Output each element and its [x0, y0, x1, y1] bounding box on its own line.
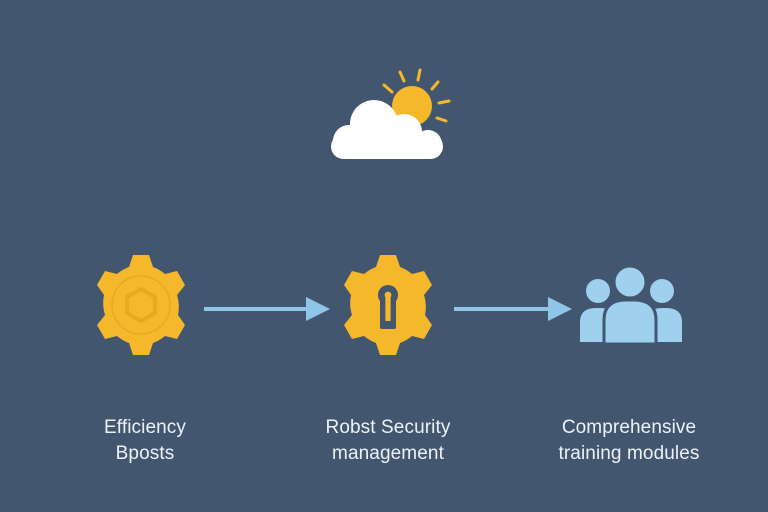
flow-arrow-1 — [204, 297, 330, 321]
step-3-label-line-2: training modules — [558, 443, 700, 464]
gear-keyhole-icon — [344, 255, 432, 355]
step-2-label-line-1: Robst Security — [325, 417, 451, 438]
cloud-icon — [331, 100, 443, 159]
step-3-label-line-1: Comprehensive — [561, 417, 697, 438]
step-1-label-line-1: Efficiency — [104, 417, 186, 438]
step-2-caption: Robst Security management — [278, 415, 498, 467]
step-1-label-line-2: Bposts — [115, 443, 175, 464]
sun-cloud-icon — [331, 68, 451, 159]
step-1-caption: Efficiency Bposts — [35, 415, 255, 467]
step-2-label-line-2: management — [332, 443, 444, 464]
flow-arrow-2 — [454, 297, 572, 321]
gear-hexagon-icon — [97, 255, 185, 355]
people-group-icon — [580, 264, 682, 346]
step-3-caption: Comprehensive training modules — [519, 415, 739, 467]
